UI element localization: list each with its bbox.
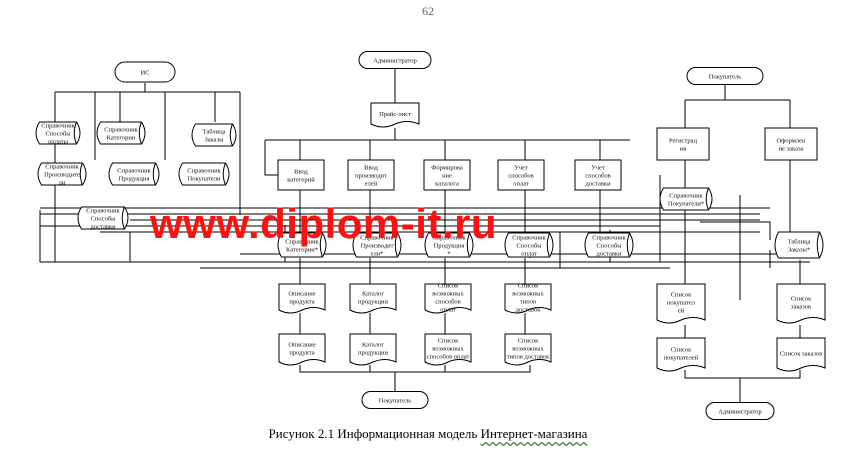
process-2 [347,159,395,191]
report-doc-3 [424,333,472,366]
process-order [764,127,818,161]
report-doc-6 [776,337,826,372]
list-doc-6 [776,283,826,324]
page-number: 62 [422,4,434,18]
report-doc-1 [278,333,326,366]
caption-main: Рисунок 2.1 Информационная модель [268,426,481,441]
watermark: www.diplom-it.ru [150,200,498,247]
terminator-buyer-bottom-label: Покупатель [379,397,411,404]
terminator-buyer-top [686,67,764,85]
diagram-shapes: ИСАдминистраторПокупательПокупательАдмин… [35,51,826,420]
terminator-buyer-top-label: Покупатель [709,73,741,80]
terminator-is-label: ИС [140,69,149,76]
process-registration [656,127,710,161]
terminator-buyer-bottom [361,391,429,409]
price-list-doc-label: Прайс-лист [379,111,411,118]
terminator-admin-top-label: Администратор [373,57,417,64]
process-4 [497,159,545,191]
terminator-admin-bottom [705,402,775,420]
report-doc-4 [504,333,552,366]
process-3 [423,159,471,191]
terminator-admin-top [358,51,432,69]
report-doc-2 [349,333,397,366]
list-doc-4 [504,283,552,314]
list-doc-1 [278,283,326,314]
connector [700,221,771,240]
list-doc-3 [424,283,472,314]
connector [299,365,531,373]
connector [684,370,801,379]
figure-caption: Рисунок 2.1 Информационная модель Интерн… [0,426,856,442]
process-5 [574,159,622,191]
terminator-admin-bottom-label: Администратор [718,408,762,415]
list-doc-2 [349,283,397,314]
process-1 [277,159,325,191]
report-doc-5 [656,337,706,372]
connector [264,140,280,176]
caption-underlined: Интернет-магазина [480,426,588,441]
terminator-is [114,61,176,83]
list-doc-5 [656,283,706,324]
report-doc-6-label: Список заказов [780,350,822,357]
price-list-doc [370,102,420,128]
